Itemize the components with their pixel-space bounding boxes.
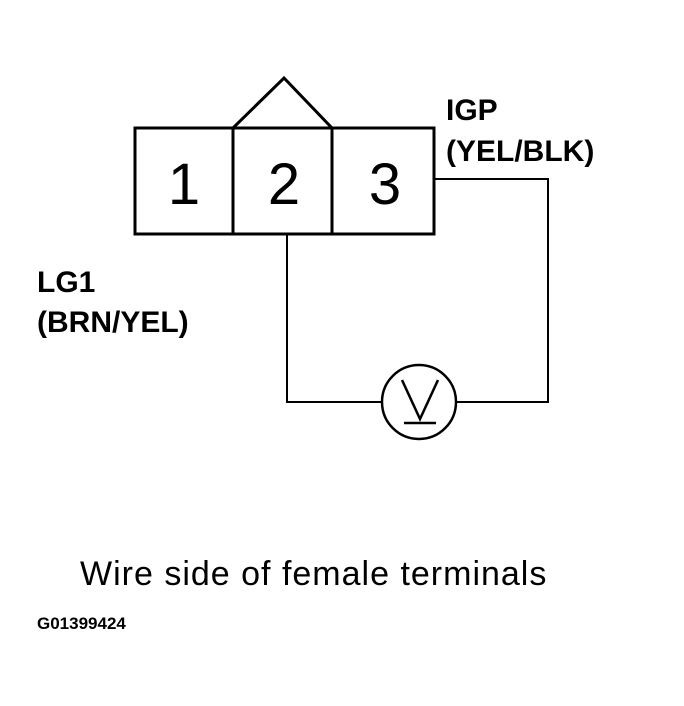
pin-number-3: 3 [369, 152, 401, 217]
pin-cavity-3 [330, 126, 436, 236]
pin-number-2: 2 [268, 152, 300, 217]
voltmeter-icon [380, 363, 458, 441]
pin-number-1: 1 [168, 152, 200, 217]
figure-id: G01399424 [37, 614, 126, 633]
wire-pin2-to-meter [286, 234, 382, 403]
wire-pin3-to-meter [434, 178, 549, 403]
igp-wire-color: (YEL/BLK) [446, 135, 594, 168]
pin-cavity-2 [231, 126, 334, 236]
lg1-wire-color: (BRN/YEL) [37, 306, 189, 339]
igp-terminal-label: IGP [446, 94, 498, 127]
pin-cavity-1 [133, 126, 235, 236]
lg1-terminal-label: LG1 [37, 266, 95, 299]
diagram-caption: Wire side of female terminals [80, 555, 547, 593]
connector-lock-tab [231, 75, 334, 130]
connector-housing [133, 126, 436, 236]
